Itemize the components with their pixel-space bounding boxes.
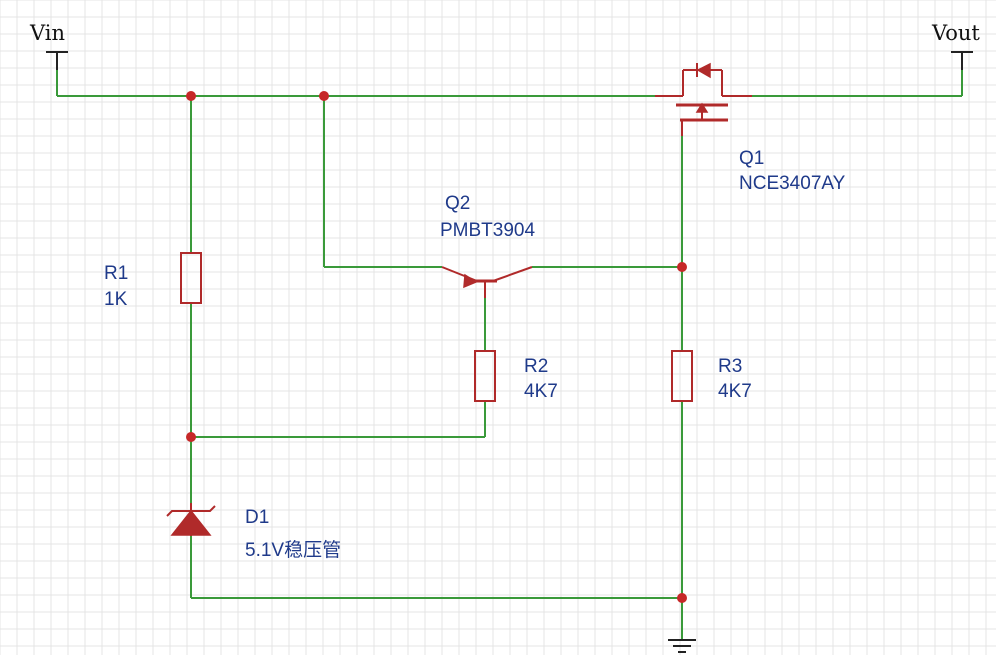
r2-resistor <box>474 350 496 402</box>
node-mid-left <box>186 432 196 442</box>
q1-mosfet <box>655 62 752 136</box>
r2-value-label: 4K7 <box>524 381 558 402</box>
q2-transistor <box>441 266 533 298</box>
vin-label: Vin <box>29 21 65 45</box>
q1-value-label: NCE3407AY <box>739 173 846 194</box>
d1-value-label: 5.1V稳压管 <box>245 539 341 561</box>
r2-ref-label: R2 <box>524 356 548 377</box>
vout-label: Vout <box>931 21 980 45</box>
wires <box>56 52 963 640</box>
vin-terminal <box>46 51 68 70</box>
r3-resistor <box>671 350 693 402</box>
r3-ref-label: R3 <box>718 356 742 377</box>
node-top-left <box>186 91 196 101</box>
q2-value-label: PMBT3904 <box>440 220 535 241</box>
junction-nodes <box>186 91 687 603</box>
node-top-mid <box>319 91 329 101</box>
q2-ref-label: Q2 <box>445 193 470 214</box>
r3-value-label: 4K7 <box>718 381 752 402</box>
node-ground <box>677 593 687 603</box>
node-gate <box>677 262 687 272</box>
r1-value-label: 1K <box>104 289 128 310</box>
d1-ref-label: D1 <box>245 507 269 528</box>
q1-ref-label: Q1 <box>739 148 764 169</box>
ground-symbol <box>668 639 696 653</box>
d1-zener-diode <box>166 503 216 536</box>
vout-terminal <box>951 51 973 70</box>
r1-ref-label: R1 <box>104 263 128 284</box>
r1-resistor <box>180 252 202 304</box>
